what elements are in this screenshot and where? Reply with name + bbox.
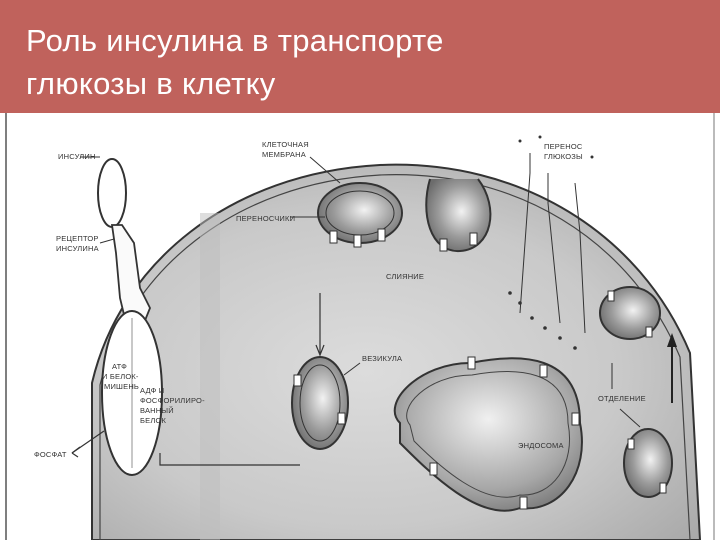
label-receptor-2: ИНСУЛИНА xyxy=(56,244,99,253)
insulin-receptor: РЕЦЕПТОР ИНСУЛИНА xyxy=(56,224,151,324)
label-receptor-1: РЕЦЕПТОР xyxy=(56,234,99,243)
label-glucose-transport-1: ПЕРЕНОС xyxy=(544,142,583,151)
return-arrowhead xyxy=(667,333,677,347)
vesicle: ВЕЗИКУЛА xyxy=(291,293,402,450)
slide-title-line-2: глюкозы в клетку xyxy=(26,66,276,101)
label-endosome: ЭНДОСОМА xyxy=(518,441,564,450)
label-adp-4: БЕЛОК xyxy=(140,416,166,425)
label-vesicle: ВЕЗИКУЛА xyxy=(362,354,402,363)
label-glucose-transport-2: ГЛЮКОЗЫ xyxy=(544,152,583,161)
label-atp-2: И БЕЛОК- xyxy=(102,372,139,381)
insulin-molecule: ИНСУЛИН xyxy=(58,152,127,228)
phosphorylation-cycle: АТФ И БЕЛОК- МИШЕНЬ АДФ И ФОСФОРИЛИРО- В… xyxy=(34,310,300,476)
glucose-transport: ПЕРЕНОС ГЛЮКОЗЫ xyxy=(508,135,594,350)
label-fusion: СЛИЯНИЕ xyxy=(386,272,424,281)
label-membrane-2: МЕМБРАНА xyxy=(262,150,306,159)
endosome: ЭНДОСОМА xyxy=(393,356,583,512)
label-separation: ОТДЕЛЕНИЕ xyxy=(598,394,646,403)
label-adp-1: АДФ И xyxy=(140,386,164,395)
label-insulin: ИНСУЛИН xyxy=(58,152,96,161)
fusing-vesicles: ПЕРЕНОСЧИКИ СЛИЯНИЕ xyxy=(236,178,492,281)
separating-vesicle: ОТДЕЛЕНИЕ xyxy=(598,363,673,498)
label-adp-3: ВАННЫЙ xyxy=(140,406,174,415)
label-atp-1: АТФ xyxy=(112,362,127,371)
membrane-label: КЛЕТОЧНАЯ МЕМБРАНА xyxy=(262,140,341,184)
label-transporters: ПЕРЕНОСЧИКИ xyxy=(236,214,295,223)
label-adp-2: ФОСФОРИЛИРО- xyxy=(140,396,205,405)
label-atp-3: МИШЕНЬ xyxy=(104,382,139,391)
insulin-glucose-transport-diagram: ИНСУЛИН РЕЦЕПТОР ИНСУЛИНА АТФ И БЕЛОК- М… xyxy=(5,113,715,540)
title-bar: Роль инсулина в транспорте глюкозы в кле… xyxy=(0,0,720,113)
label-phosphate: ФОСФАТ xyxy=(34,450,67,459)
budding-vesicle xyxy=(599,286,661,340)
slide-title-line-1: Роль инсулина в транспорте xyxy=(26,23,444,58)
label-membrane-1: КЛЕТОЧНАЯ xyxy=(262,140,309,149)
